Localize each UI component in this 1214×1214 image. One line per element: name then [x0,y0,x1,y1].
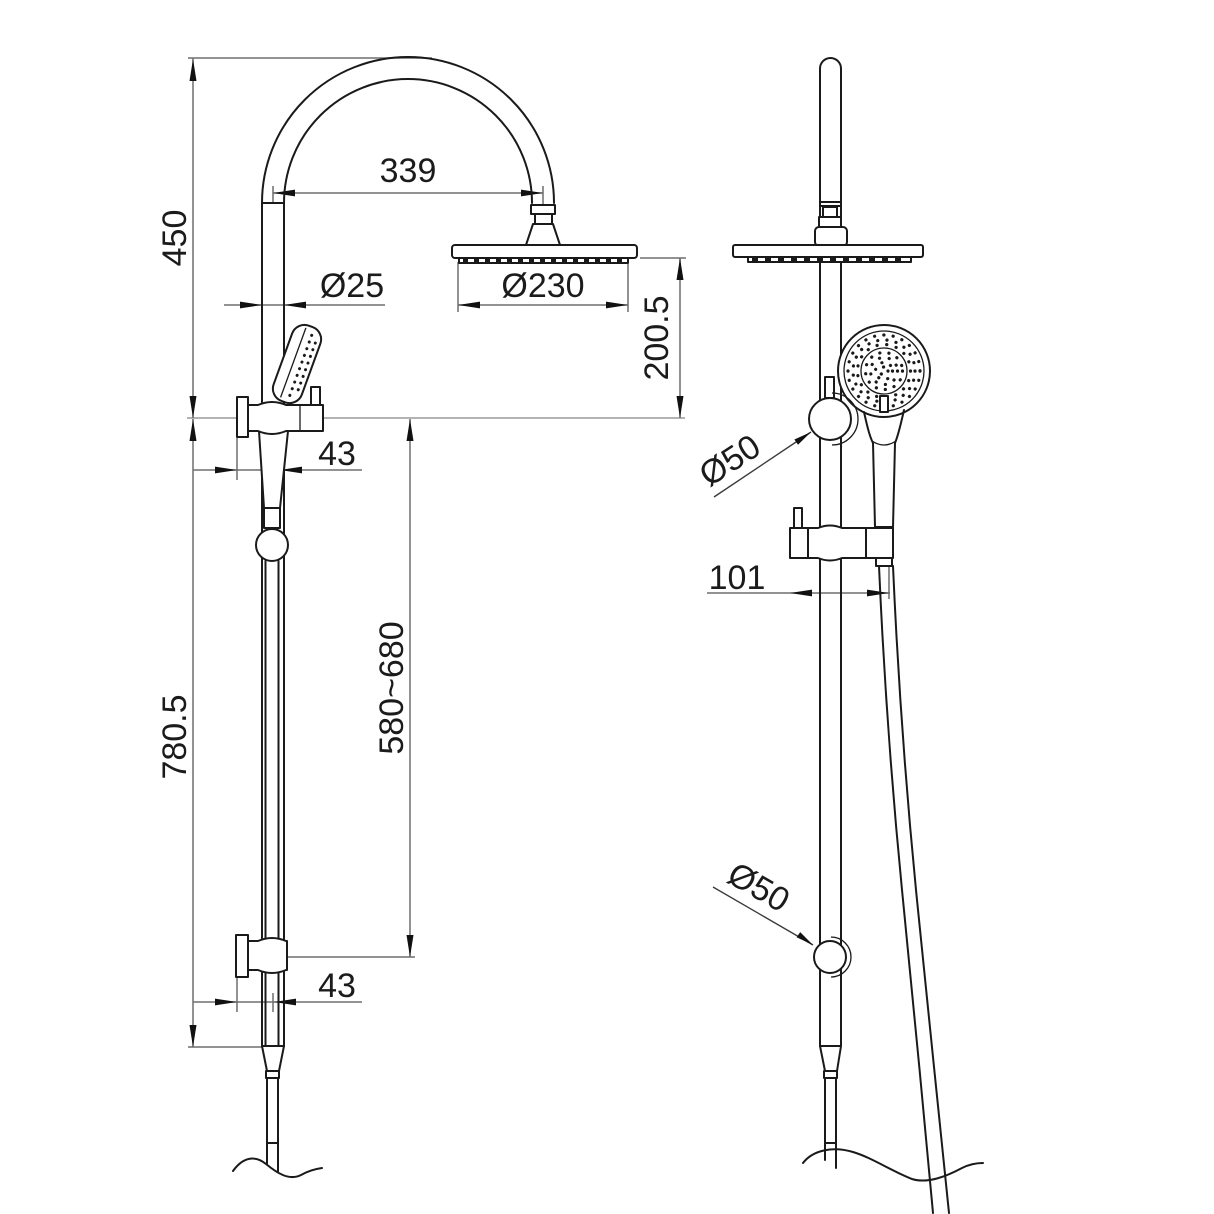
dim-200-5 [640,257,686,418]
dimension-lines [187,57,890,1048]
dim-d25 [224,301,385,309]
wall-plate [236,396,249,438]
dim-label-43-top: 43 [318,435,356,473]
rain-head-side [732,226,924,263]
leader-d50-top [713,431,812,498]
head-disc [451,244,638,259]
hand-shower-handle-front [255,430,289,562]
head-mount [525,223,561,246]
dim-780-5 [188,419,263,1048]
break-line-front [232,1157,323,1179]
dim-label-580-680: 580~680 [373,621,411,754]
dim-d230 [457,262,629,312]
rain-head-front [451,204,638,264]
hand-shower-face [837,324,931,418]
head-mount [814,226,848,247]
rail-side [819,57,842,1047]
dim-label-d50-bottom: Ø50 [721,855,796,920]
wall-plate [235,934,249,978]
hose-side [878,565,950,1214]
dim-label-43-bottom: 43 [318,967,356,1005]
bottom-fitting-side [819,1045,842,1169]
break-line-side [802,1148,984,1182]
gooseneck-arc-inner [283,78,533,1047]
dim-label-d230: Ø230 [501,267,584,305]
hand-shower-handle-side [863,409,905,528]
ball-joint [255,528,289,562]
dim-label-101: 101 [709,559,766,597]
lower-bracket-front [235,934,288,978]
upper-bracket-front [236,396,324,438]
dim-101 [707,562,890,599]
dim-580-680 [288,419,415,958]
front-view [232,56,638,1179]
hand-shower-head-front [271,323,323,405]
slider-bracket-side [789,507,894,567]
bottom-fitting-front [261,1045,285,1173]
dimension-labels: 450 339 Ø25 Ø230 200.5 43 580~680 780.5 … [156,152,796,1005]
ring-pin [824,376,835,399]
dim-label-339: 339 [380,152,437,190]
ring-bracket-bottom [813,936,852,978]
holder-peg [310,386,321,407]
dim-label-450: 450 [156,210,194,267]
head-disc [732,244,924,258]
mode-button [879,395,889,413]
dim-label-780-5: 780.5 [156,694,194,779]
side-view [732,57,984,1214]
leader-d50-bottom [712,886,814,946]
dim-label-d50-top: Ø50 [693,427,768,494]
ring-bracket-top [808,376,859,446]
slider-pin [793,507,803,529]
dim-label-d25: Ø25 [320,267,384,305]
gooseneck-arc-outer [261,56,555,1047]
dim-label-200-5: 200.5 [638,295,676,380]
